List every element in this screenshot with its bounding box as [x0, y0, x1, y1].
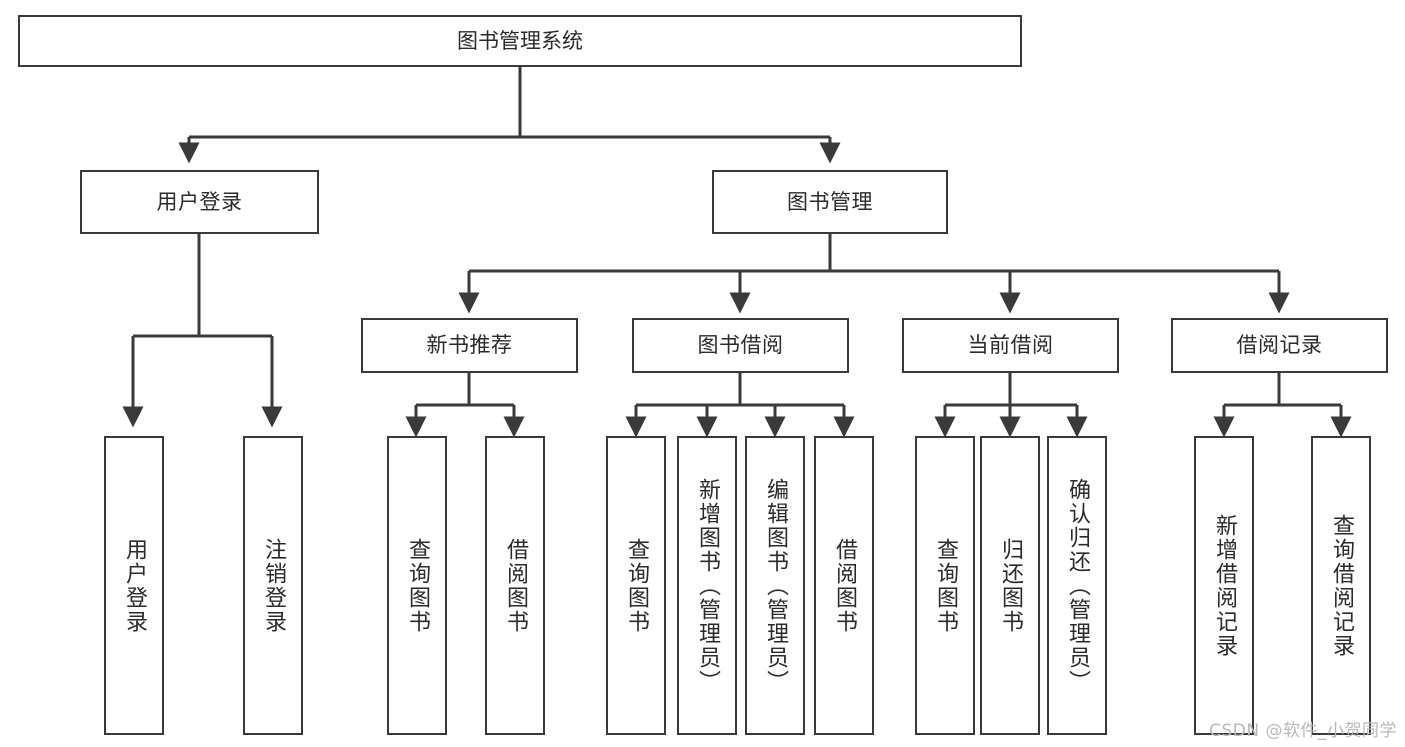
- leaf-borrow-book-recommend[interactable]: 借阅图书: [485, 436, 545, 735]
- node-new-book-recommend[interactable]: 新书推荐: [361, 318, 578, 373]
- leaf-add-book-admin[interactable]: 新增图书（管理员）: [677, 436, 737, 735]
- node-label: 图书管理系统: [457, 28, 583, 53]
- leaf-add-borrow-record[interactable]: 新增借阅记录: [1194, 436, 1254, 735]
- node-label: 借阅记录: [1236, 333, 1323, 358]
- node-label: 确认归还（管理员）: [1064, 477, 1090, 694]
- leaf-query-book-current[interactable]: 查询图书: [915, 436, 975, 735]
- leaf-return-book[interactable]: 归还图书: [980, 436, 1040, 735]
- node-label: 查询图书: [404, 537, 430, 634]
- leaf-query-book-borrow[interactable]: 查询图书: [606, 436, 666, 735]
- node-borrow-record[interactable]: 借阅记录: [1171, 318, 1388, 373]
- leaf-borrow-book[interactable]: 借阅图书: [814, 436, 874, 735]
- leaf-edit-book-admin[interactable]: 编辑图书（管理员）: [745, 436, 805, 735]
- node-label: 归还图书: [997, 537, 1023, 634]
- node-label: 查询图书: [623, 537, 649, 634]
- leaf-confirm-return-admin[interactable]: 确认归还（管理员）: [1047, 436, 1107, 735]
- node-current-borrow[interactable]: 当前借阅: [902, 318, 1119, 373]
- leaf-query-borrow-record[interactable]: 查询借阅记录: [1311, 436, 1371, 735]
- node-label: 编辑图书（管理员）: [762, 477, 788, 694]
- node-user-login[interactable]: 用户登录: [80, 170, 319, 234]
- node-label: 用户登录: [156, 189, 243, 214]
- node-label: 用户登录: [121, 537, 147, 634]
- leaf-user-login[interactable]: 用户登录: [104, 436, 164, 735]
- watermark-text: CSDN @软件_小贺同学: [1209, 721, 1397, 741]
- node-label: 图书借阅: [697, 333, 784, 358]
- node-label: 借阅图书: [502, 537, 528, 634]
- leaf-user-logout[interactable]: 注销登录: [243, 436, 303, 735]
- node-label: 图书管理: [787, 189, 873, 214]
- node-label: 查询图书: [932, 537, 958, 634]
- node-label: 查询借阅记录: [1328, 513, 1354, 658]
- node-book-management[interactable]: 图书管理: [712, 170, 948, 234]
- leaf-query-book-recommend[interactable]: 查询图书: [387, 436, 447, 735]
- node-label: 注销登录: [260, 537, 286, 634]
- node-label: 借阅图书: [831, 537, 857, 634]
- node-label: 新增借阅记录: [1211, 513, 1237, 658]
- node-label: 新增图书（管理员）: [694, 477, 720, 694]
- node-label: 新书推荐: [426, 333, 513, 358]
- node-book-borrow[interactable]: 图书借阅: [632, 318, 849, 373]
- node-label: 当前借阅: [967, 333, 1054, 358]
- node-root-system[interactable]: 图书管理系统: [18, 15, 1022, 67]
